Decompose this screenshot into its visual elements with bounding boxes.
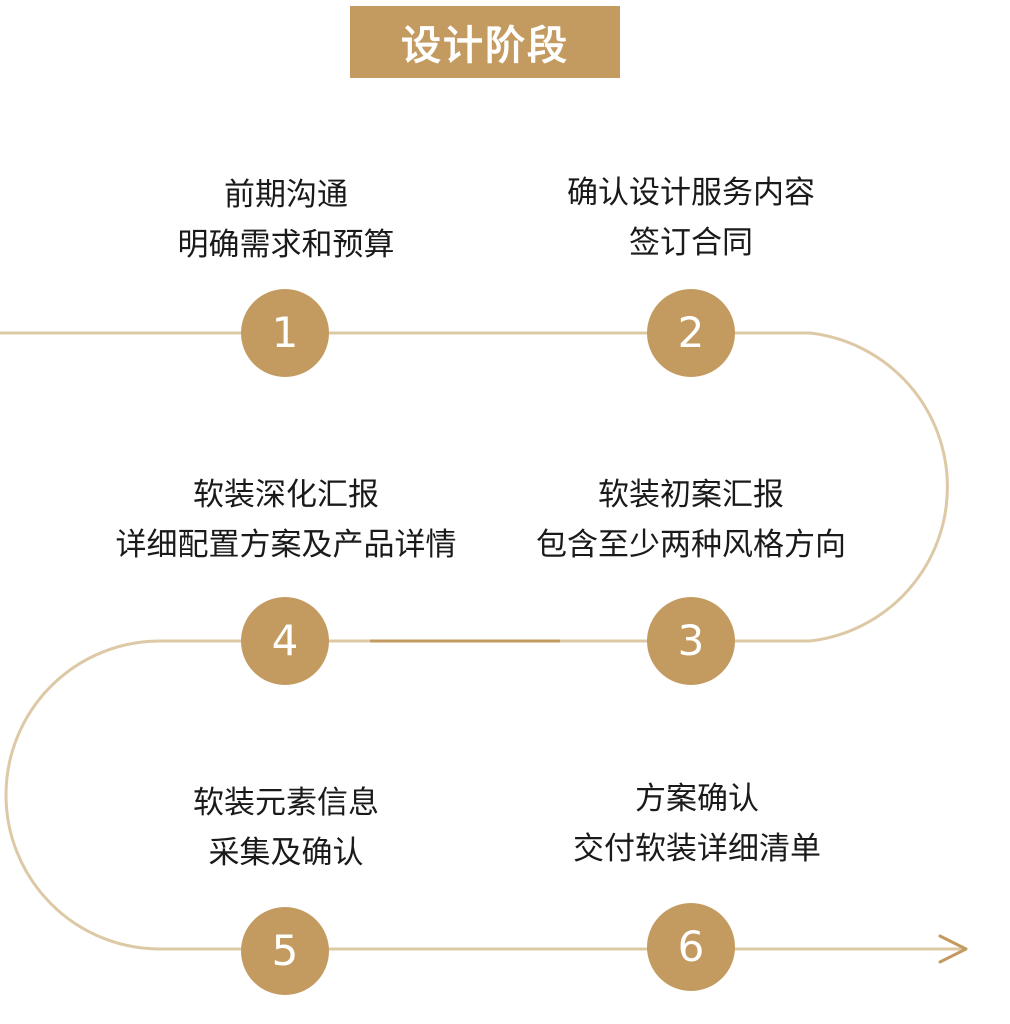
path-curve-left [4,639,161,951]
step-2-number: 2 [677,308,705,357]
step-3-circle: 3 [647,597,735,685]
step-5-number: 5 [271,926,299,975]
step-3-text: 软装初案汇报 包含至少两种风格方向 [481,470,901,570]
arrow-head-icon [938,934,968,964]
step-2-circle: 2 [647,289,735,377]
step-4-title: 软装深化汇报 [193,477,379,513]
step-3-subtitle: 包含至少两种风格方向 [536,527,846,563]
step-1-title: 前期沟通 [224,177,348,213]
step-1-text: 前期沟通 明确需求和预算 [76,170,496,270]
step-4-text: 软装深化汇报 详细配置方案及产品详情 [76,470,496,570]
step-2-text: 确认设计服务内容 签订合同 [481,168,901,268]
step-6-number: 6 [677,922,705,971]
step-5-title: 软装元素信息 [193,785,379,821]
path-curve-right [809,331,949,643]
step-4-subtitle: 详细配置方案及产品详情 [115,527,457,563]
step-5-text: 软装元素信息 采集及确认 [76,778,496,878]
step-6-title: 方案确认 [635,781,759,817]
stage-title-banner: 设计阶段 [350,6,620,78]
step-3-number: 3 [677,616,705,665]
step-6-text: 方案确认 交付软装详细清单 [487,774,907,874]
step-1-circle: 1 [241,289,329,377]
step-1-number: 1 [271,308,299,357]
step-5-subtitle: 采集及确认 [208,835,364,871]
step-5-circle: 5 [241,907,329,995]
step-3-title: 软装初案汇报 [598,477,784,513]
step-6-circle: 6 [647,903,735,991]
step-2-title: 确认设计服务内容 [567,175,815,211]
step-6-subtitle: 交付软装详细清单 [573,831,821,867]
stage-title: 设计阶段 [401,23,569,69]
step-4-circle: 4 [241,597,329,685]
step-2-subtitle: 签订合同 [629,225,753,261]
step-4-number: 4 [271,616,299,665]
step-1-subtitle: 明确需求和预算 [177,227,395,263]
